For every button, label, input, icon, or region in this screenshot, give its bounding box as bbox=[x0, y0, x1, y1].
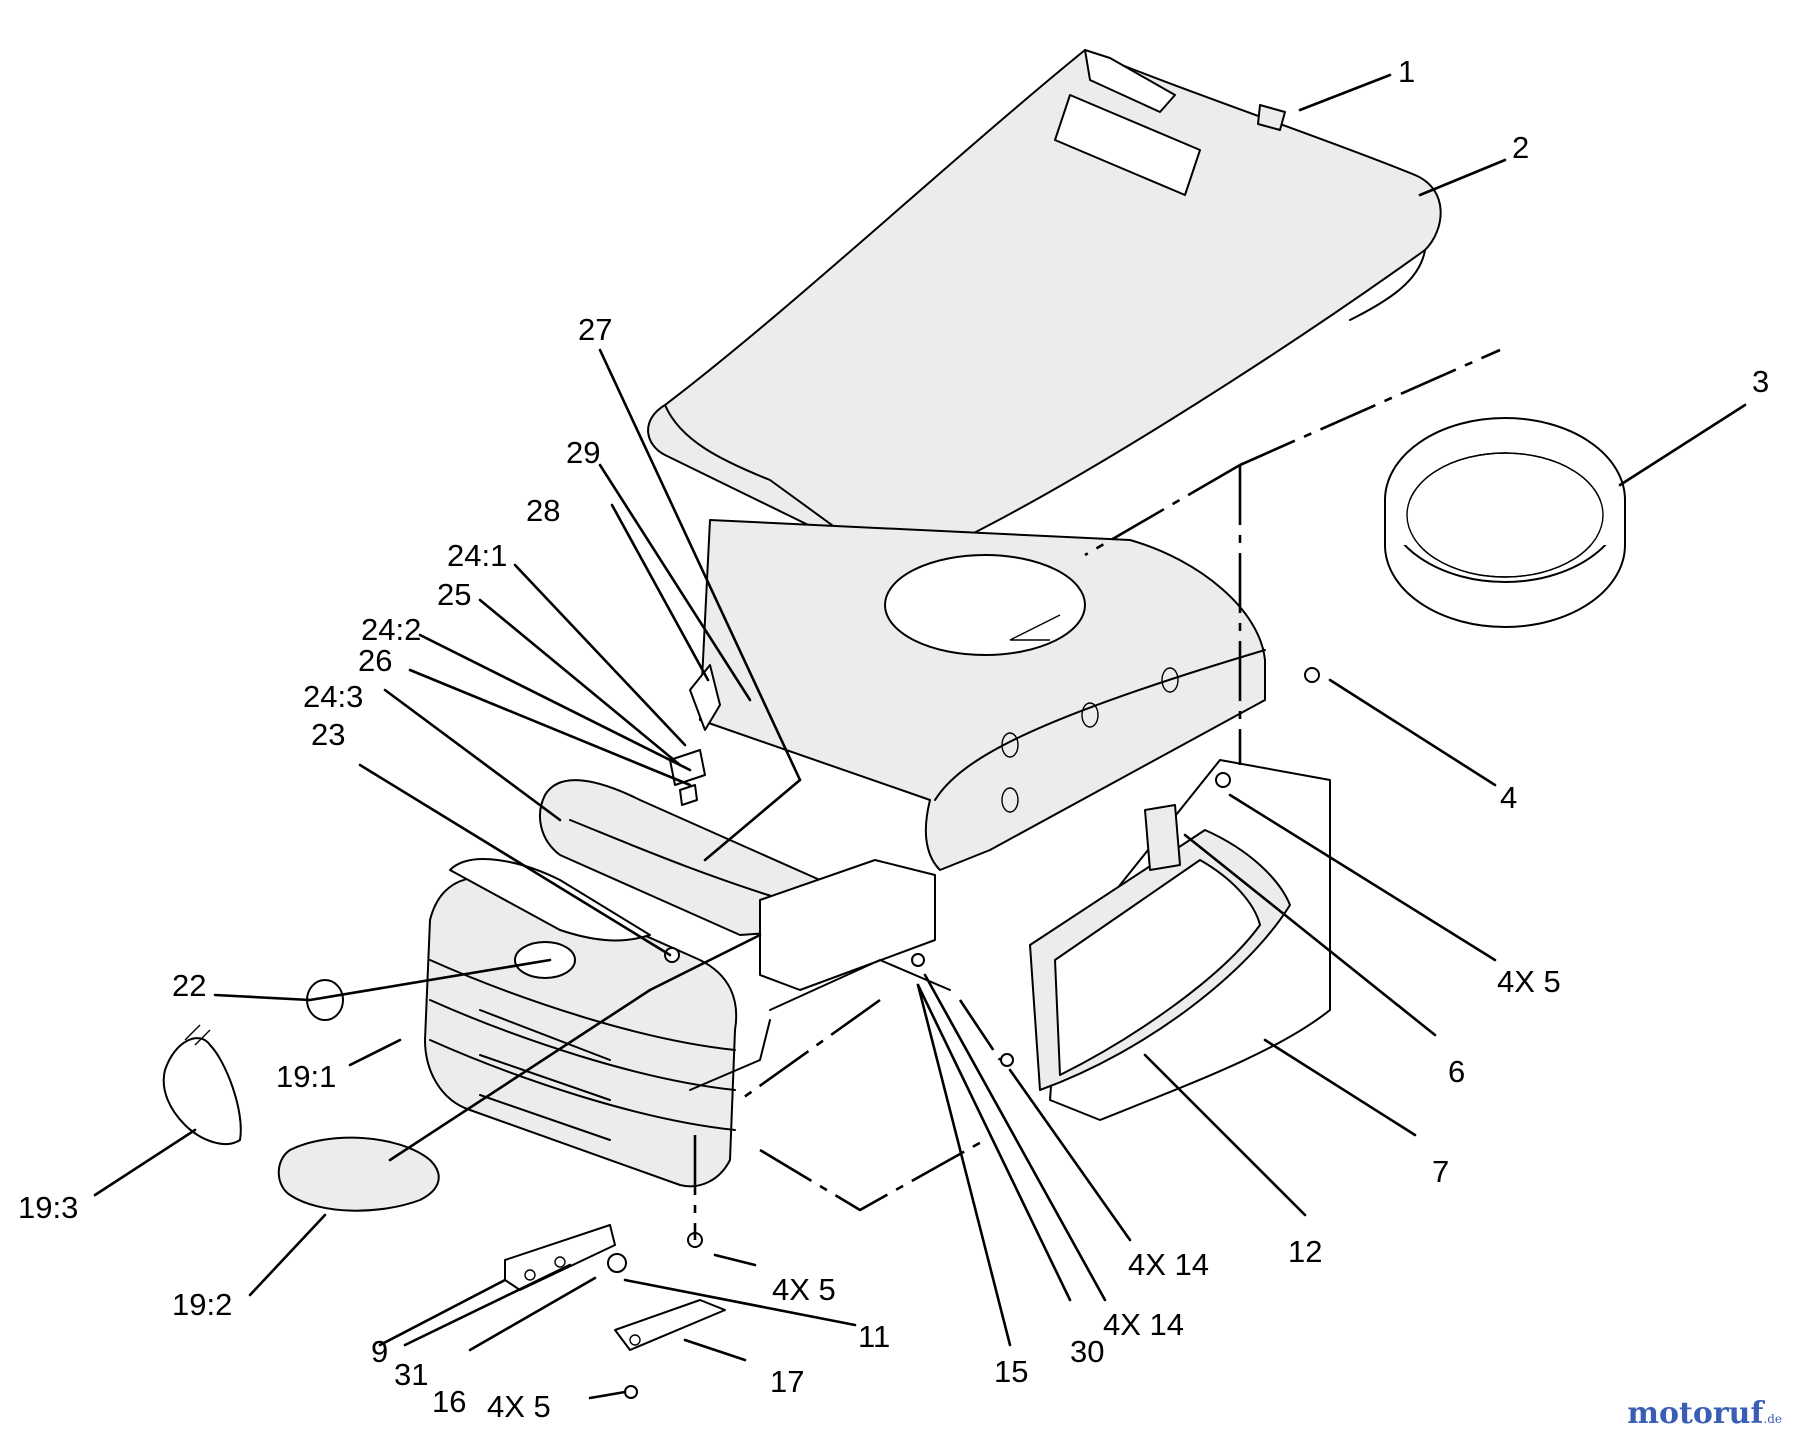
screw-part-4x5-upper bbox=[1215, 772, 1231, 788]
grille-part-19-1 bbox=[424, 858, 738, 1188]
bracket-part-9 bbox=[504, 1224, 616, 1291]
callout-7: 7 bbox=[1432, 1154, 1449, 1189]
assembly-lines bbox=[693, 348, 1501, 1240]
callout-24-2: 24:2 bbox=[361, 612, 421, 647]
side-panel-part-12 bbox=[1029, 829, 1291, 1091]
hood-part-2 bbox=[647, 49, 1442, 563]
callout-24-1: 24:1 bbox=[447, 538, 507, 573]
callout-4x14-lower: 4X 14 bbox=[1103, 1307, 1184, 1342]
lens-part-19-3 bbox=[162, 1024, 242, 1145]
callout-19-1: 19:1 bbox=[276, 1059, 336, 1094]
callout-11: 11 bbox=[858, 1319, 890, 1354]
callout-15: 15 bbox=[994, 1354, 1028, 1389]
callout-4x5-upper: 4X 5 bbox=[1497, 964, 1561, 999]
callout-24-3: 24:3 bbox=[303, 679, 363, 714]
callout-labels: 1 2 3 4 4X 5 6 7 12 4X 14 4X 14 30 15 17… bbox=[18, 54, 1769, 1424]
callout-12: 12 bbox=[1288, 1234, 1322, 1269]
callout-3: 3 bbox=[1752, 364, 1769, 399]
bracket-part-6 bbox=[1144, 804, 1181, 871]
callout-4x5-mid: 4X 5 bbox=[772, 1272, 836, 1307]
callout-1: 1 bbox=[1398, 54, 1415, 89]
leader-lines bbox=[93, 73, 1747, 1400]
lens-part-19-2 bbox=[277, 1136, 440, 1212]
callout-29: 29 bbox=[566, 435, 600, 470]
callout-25: 25 bbox=[437, 577, 471, 612]
callout-9: 9 bbox=[371, 1334, 388, 1369]
callout-28: 28 bbox=[526, 493, 560, 528]
callout-23: 23 bbox=[311, 717, 345, 752]
callout-6: 6 bbox=[1448, 1054, 1465, 1089]
screw-part-23 bbox=[664, 947, 680, 963]
callout-26: 26 bbox=[358, 643, 392, 678]
callout-22: 22 bbox=[172, 968, 206, 1003]
callout-31: 31 bbox=[394, 1357, 428, 1392]
callout-27: 27 bbox=[578, 312, 612, 347]
callout-17: 17 bbox=[770, 1364, 804, 1399]
callout-4: 4 bbox=[1500, 780, 1517, 815]
switch-part-24-1 bbox=[669, 749, 706, 806]
callout-19-2: 19:2 bbox=[172, 1287, 232, 1322]
screw-part-4 bbox=[1304, 667, 1320, 683]
spacer-part-11 bbox=[607, 1253, 627, 1273]
hood-frame bbox=[699, 519, 1266, 871]
callout-4x5-bottom: 4X 5 bbox=[487, 1389, 551, 1424]
callout-2: 2 bbox=[1512, 130, 1529, 165]
watermark-logo: motoruf.de bbox=[1627, 1396, 1782, 1431]
callout-16: 16 bbox=[432, 1384, 466, 1419]
callout-19-3: 19:3 bbox=[18, 1190, 78, 1225]
callout-30: 30 bbox=[1070, 1334, 1104, 1369]
callout-4x14-right: 4X 14 bbox=[1128, 1247, 1209, 1282]
bracket-part-17 bbox=[614, 1299, 726, 1351]
fastener-part-14 bbox=[911, 953, 1014, 1067]
ring-part-3 bbox=[1384, 417, 1626, 628]
